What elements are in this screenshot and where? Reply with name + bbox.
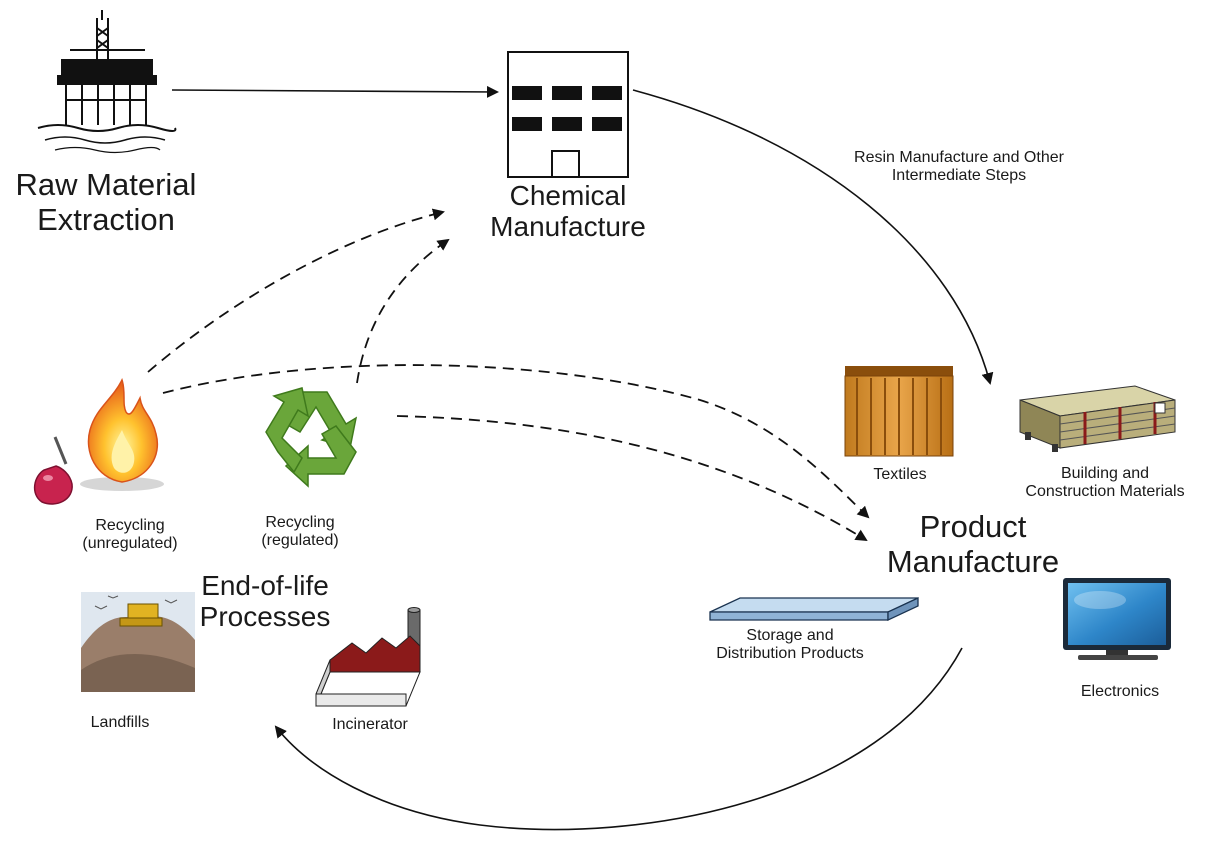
lumber-stack-icon [1019,385,1176,452]
recycling-unregulated-label: Recycling (unregulated) [60,517,200,553]
end-of-life-line1: End-of-life [201,570,329,601]
resin-label-line1: Resin Manufacture and Other [854,149,1064,166]
resin-step-label: Resin Manufacture and Other Intermediate… [800,149,1118,185]
chemical-label-line1: Chemical [509,180,627,211]
recycling-unregulated-line2: (unregulated) [82,534,178,552]
pallet-icon [709,596,919,622]
landfill-icon [81,592,195,692]
oil-rig-icon [37,10,177,154]
building-label-line1: Building and [1060,465,1150,482]
building-label-line2: Construction Materials [1025,482,1185,500]
dashed-unregulated-to-chemical [147,208,445,373]
raw-material-label-line2: Extraction [37,201,175,237]
arrow-chemical-to-product [632,89,994,385]
storage-label-line1: Storage and [746,627,834,644]
product-manufacture-label: Product Manufacture [870,509,1076,579]
recycling-unregulated-line1: Recycling [95,517,165,534]
factory-building-icon [507,51,629,178]
incinerator-label: Incinerator [332,716,408,733]
building-materials-label: Building and Construction Materials [1010,465,1200,501]
chemical-manufacture-label: Chemical Manufacture [470,180,666,243]
dashed-regulated-to-chemical [356,238,450,384]
fire-flask-icon [33,378,164,505]
monitor-icon [1063,578,1171,660]
chemical-label-line2: Manufacture [490,211,646,243]
recycling-regulated-line1: Recycling [265,514,335,531]
product-label-line2: Manufacture [886,543,1060,579]
storage-distribution-label: Storage and Distribution Products [670,627,910,663]
dashed-unregulated-to-product [162,364,870,519]
product-label-line1: Product [919,509,1027,544]
recycle-icon [265,387,358,488]
end-of-life-label: End-of-life Processes [180,570,350,633]
arrow-product-to-end-of-life [274,647,963,831]
storage-label-line2: Distribution Products [716,644,864,662]
textiles-label: Textiles [873,466,927,483]
curtain-icon [844,366,954,457]
raw-material-label: Raw Material Extraction [8,167,204,237]
resin-label-line2: Intermediate Steps [891,166,1027,184]
recycling-regulated-label: Recycling (regulated) [240,514,360,550]
end-of-life-line2: Processes [199,601,331,633]
landfills-label: Landfills [90,714,150,731]
recycling-regulated-line2: (regulated) [261,531,339,549]
incinerator-icon [315,607,421,707]
arrow-raw-to-chemical [171,85,499,98]
electronics-label: Electronics [1080,683,1160,700]
dashed-regulated-to-product [396,415,868,542]
raw-material-label-line1: Raw Material [15,167,197,202]
